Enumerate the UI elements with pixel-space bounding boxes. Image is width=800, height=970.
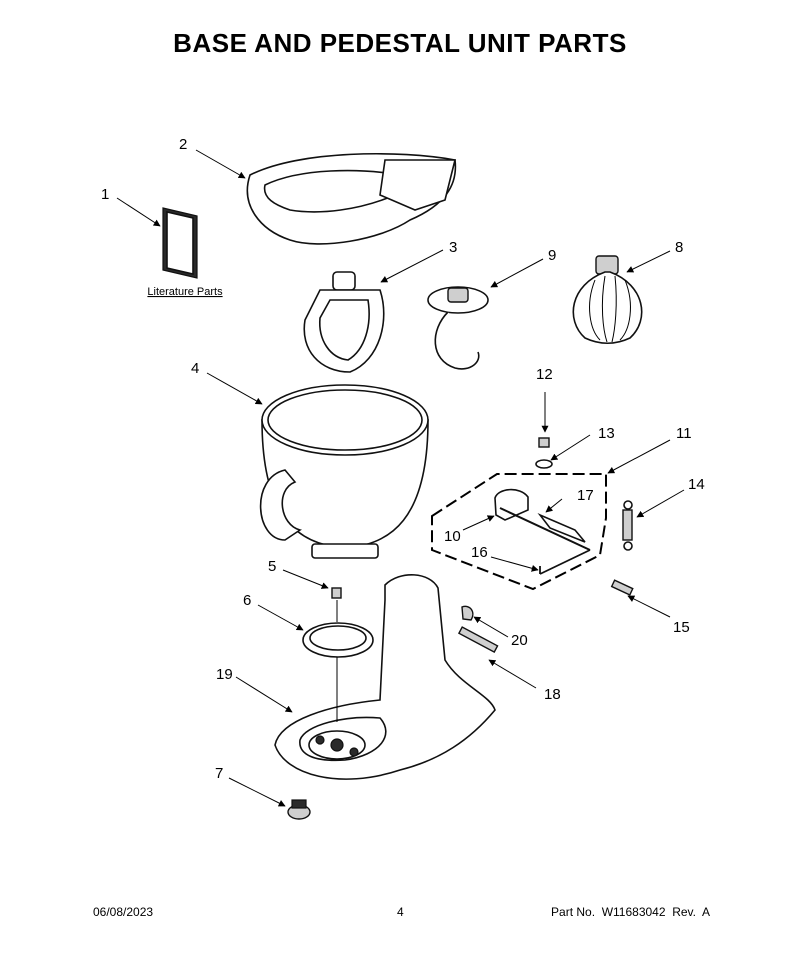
part-dough-hook[interactable] — [427, 286, 489, 370]
callout-20: 20 — [511, 632, 528, 649]
page-title: BASE AND PEDESTAL UNIT PARTS — [173, 28, 627, 58]
callout-5: 5 — [268, 558, 276, 575]
callout-13: 13 — [598, 425, 615, 442]
callout-2: 2 — [179, 136, 187, 153]
callout-6: 6 — [243, 592, 251, 609]
part-clip[interactable] — [461, 605, 474, 621]
part-screw-and-washer[interactable] — [535, 437, 553, 469]
callout-18: 18 — [544, 686, 561, 703]
part-bottom-plate[interactable] — [302, 622, 374, 658]
leader-lines — [116, 149, 685, 807]
part-pin-15[interactable] — [610, 579, 634, 596]
callout-17: 17 — [577, 487, 594, 504]
callout-7: 7 — [215, 765, 223, 782]
callout-1: 1 — [101, 186, 109, 203]
literature-parts-label: Literature Parts — [147, 286, 223, 298]
callout-12: 12 — [536, 366, 553, 383]
callout-16: 16 — [471, 544, 488, 561]
footer-date: 06/08/2023 — [93, 905, 154, 919]
part-mixing-bowl[interactable] — [259, 384, 429, 559]
callout-19: 19 — [216, 666, 233, 683]
part-bowl-lift-assembly[interactable] — [431, 473, 607, 591]
callout-3: 3 — [449, 239, 457, 256]
part-flat-beater[interactable] — [303, 271, 385, 373]
callout-numbers: 1 2 3 4 5 6 7 8 9 10 11 12 13 14 15 16 1… — [101, 136, 705, 782]
part-literature-booklet[interactable] — [162, 207, 198, 279]
callout-9: 9 — [548, 247, 556, 264]
part-spring[interactable] — [622, 500, 633, 551]
footer-part-number: Part No. W11683042 Rev. A — [551, 905, 710, 919]
footer-page-number: 4 — [397, 905, 404, 919]
callout-11: 11 — [676, 425, 692, 442]
callout-14: 14 — [688, 476, 705, 493]
part-screw-5[interactable] — [331, 587, 342, 599]
part-foot[interactable] — [287, 799, 311, 820]
part-pin-18[interactable] — [457, 626, 499, 653]
part-pouring-shield[interactable] — [246, 152, 457, 245]
part-pedestal-base[interactable] — [274, 574, 496, 780]
callout-8: 8 — [675, 239, 683, 256]
callout-10: 10 — [444, 528, 461, 545]
callout-15: 15 — [673, 619, 690, 636]
part-wire-whip[interactable] — [572, 255, 643, 345]
callout-4: 4 — [191, 360, 199, 377]
